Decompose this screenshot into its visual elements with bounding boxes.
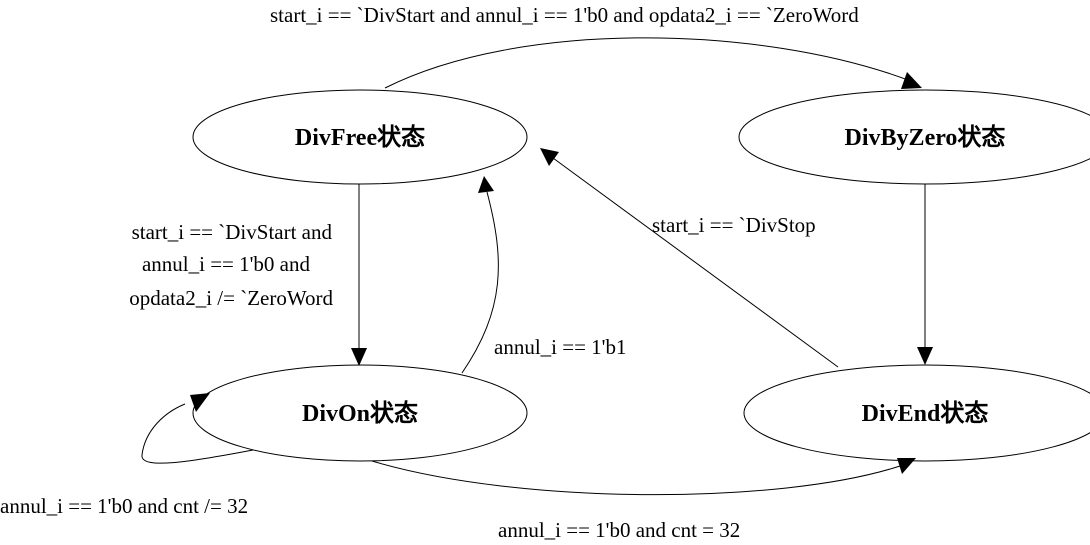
arrowhead-icon [190, 393, 210, 412]
edge-on-to-free-label: annul_i == 1'b1 [494, 335, 626, 359]
arrowhead-icon [897, 458, 916, 474]
edge-end-to-free: start_i == `DivStop [540, 148, 839, 368]
edge-on-to-end: annul_i == 1'b0 and cnt = 32 [371, 458, 916, 542]
arrowhead-icon [540, 148, 559, 166]
edge-on-self-loop: annul_i == 1'b0 and cnt /= 32 [0, 393, 254, 518]
arrowhead-icon [478, 176, 494, 193]
edge-on-to-end-line [371, 460, 901, 496]
edge-on-self-loop-line [141, 403, 254, 464]
edge-end-to-free-label: start_i == `DivStop [652, 213, 816, 237]
edge-free-to-byzero-line [384, 37, 909, 89]
arrowhead-icon [917, 347, 933, 365]
state-div-free-shape [192, 89, 528, 185]
edge-on-to-free: annul_i == 1'b1 [461, 176, 626, 374]
state-div-on: DivOn状态 [192, 364, 528, 462]
edge-free-to-on-label-line-2: annul_i == 1'b0 and [142, 252, 311, 276]
edge-byzero-to-end [917, 184, 933, 365]
state-div-on-shape [192, 364, 528, 462]
edge-free-to-on-label-line-1: start_i == `DivStart and [132, 220, 333, 244]
edge-free-to-byzero: start_i == `DivStart and annul_i == 1'b0… [270, 3, 922, 89]
state-div-free-label: DivFree状态 [295, 123, 425, 151]
edge-on-self-loop-label: annul_i == 1'b0 and cnt /= 32 [0, 494, 248, 518]
edge-on-to-free-line [461, 191, 499, 374]
state-div-by-zero-label: DivByZero状态 [845, 123, 1006, 151]
edge-free-to-byzero-label: start_i == `DivStart and annul_i == 1'b0… [270, 3, 859, 27]
state-div-end-label: DivEnd状态 [862, 399, 989, 427]
state-div-by-zero: DivByZero状态 [738, 89, 1090, 185]
state-div-on-label: DivOn状态 [302, 399, 418, 427]
edge-on-to-end-label: annul_i == 1'b0 and cnt = 32 [498, 518, 740, 542]
arrowhead-icon [351, 348, 367, 366]
edge-end-to-free-line [552, 157, 839, 368]
state-div-free: DivFree状态 [192, 89, 528, 185]
arrowhead-icon [901, 72, 922, 89]
state-div-end: DivEnd状态 [743, 364, 1090, 462]
edge-free-to-on: start_i == `DivStart and annul_i == 1'b0… [129, 184, 367, 366]
edge-free-to-on-label-line-3: opdata2_i /= `ZeroWord [129, 286, 333, 310]
